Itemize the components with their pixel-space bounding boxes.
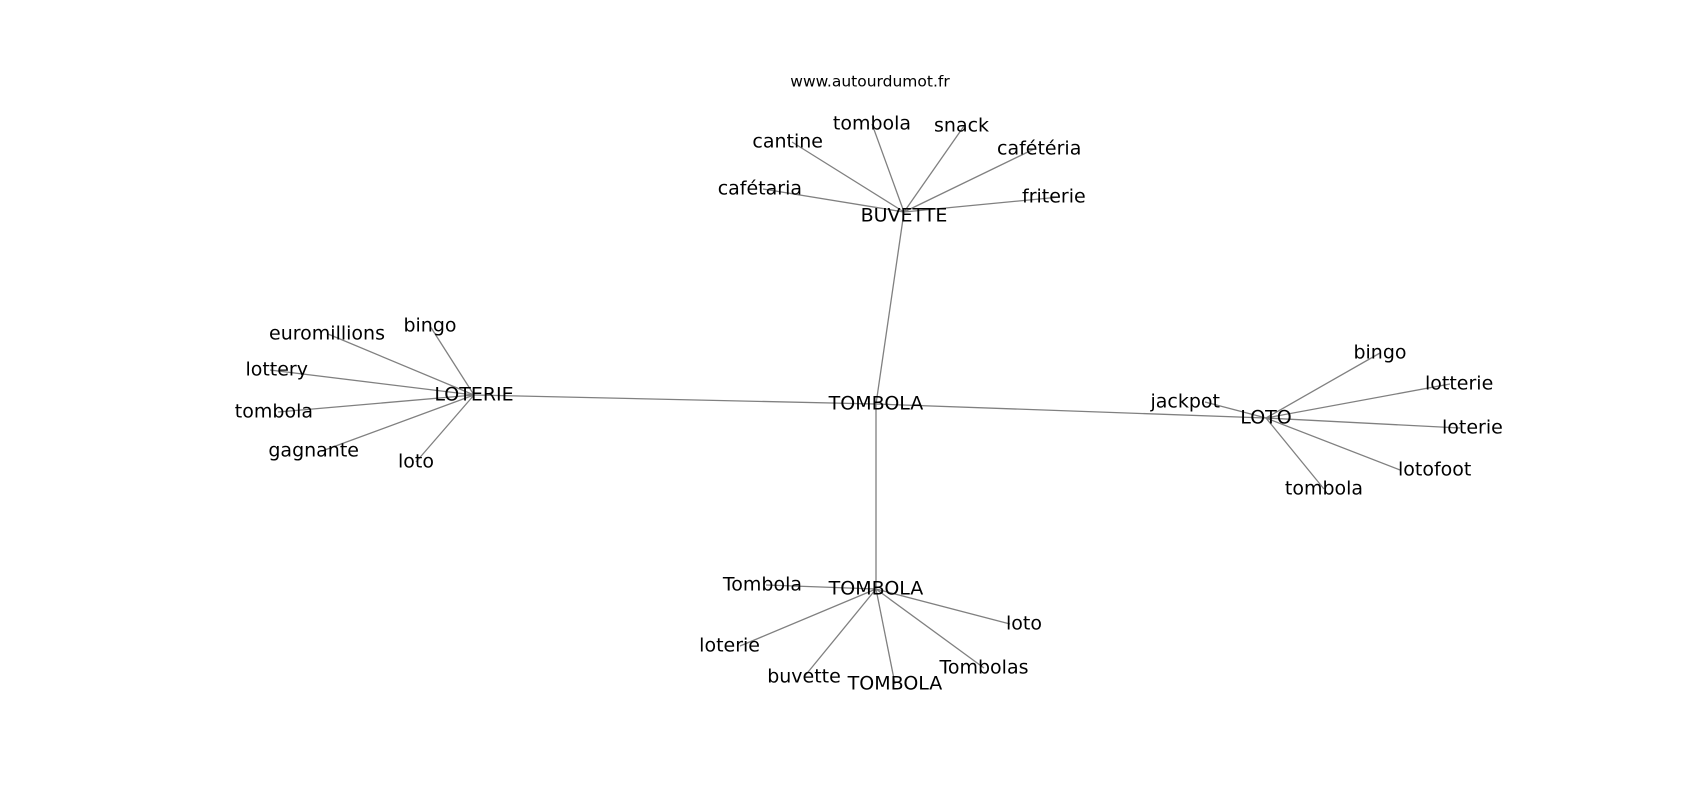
branch-node-loto: LOTO bbox=[1240, 407, 1291, 429]
graph-edge bbox=[415, 394, 475, 463]
graph-edge bbox=[277, 394, 475, 413]
leaf-node: cafétéria bbox=[997, 138, 1081, 160]
graph-edge bbox=[1265, 417, 1325, 490]
graph-labels: www.autourdumot.fr TOMBOLA BUVETTE cafét… bbox=[235, 73, 1503, 695]
leaf-node: euromillions bbox=[269, 323, 385, 345]
graph-edge bbox=[739, 588, 877, 647]
leaf-node: TOMBOLA bbox=[847, 673, 943, 695]
graph-edge bbox=[875, 588, 985, 669]
leaf-node: loto bbox=[398, 451, 434, 473]
branch-node-buvette: BUVETTE bbox=[861, 205, 948, 227]
leaf-node: jackpot bbox=[1149, 391, 1220, 413]
graph-edge bbox=[269, 369, 475, 396]
graph-edge bbox=[429, 325, 475, 396]
graph-edge bbox=[875, 403, 1267, 419]
leaf-node: Tombolas bbox=[938, 657, 1028, 679]
graph-edge bbox=[903, 196, 1061, 213]
leaf-node: bingo bbox=[403, 315, 456, 337]
graph-edge bbox=[1265, 383, 1451, 419]
graph-edge bbox=[1265, 417, 1401, 471]
leaf-node: snack bbox=[934, 115, 989, 137]
graph-edge bbox=[875, 211, 905, 405]
graph-edge bbox=[1265, 417, 1461, 429]
graph-edge bbox=[791, 141, 905, 213]
leaf-node: cantine bbox=[752, 131, 823, 153]
graph-edge bbox=[871, 123, 905, 213]
center-node: TOMBOLA bbox=[828, 393, 924, 415]
graph-edge bbox=[321, 394, 475, 452]
leaf-node: loto bbox=[1006, 613, 1042, 635]
leaf-node: loterie bbox=[1442, 417, 1503, 439]
leaf-node: friterie bbox=[1022, 186, 1086, 208]
leaf-node: tombola bbox=[833, 113, 911, 135]
graph-edge bbox=[762, 188, 905, 213]
graph-edge bbox=[327, 333, 475, 396]
graph-edge bbox=[803, 588, 877, 678]
branch-node-loterie: LOTERIE bbox=[434, 384, 513, 406]
leaf-node: gagnante bbox=[268, 440, 359, 462]
leaf-node: loterie bbox=[699, 635, 760, 657]
graph-edge bbox=[903, 125, 965, 213]
leaf-node: lotofoot bbox=[1398, 459, 1471, 481]
leaf-node: lottery bbox=[245, 359, 308, 381]
leaf-node: bingo bbox=[1353, 342, 1406, 364]
branch-node-tombola: TOMBOLA bbox=[828, 578, 924, 600]
graph-edge bbox=[765, 584, 877, 590]
graph-edges bbox=[269, 123, 1461, 685]
leaf-node: Tombola bbox=[722, 574, 802, 596]
source-label: www.autourdumot.fr bbox=[790, 73, 950, 91]
leaf-node: buvette bbox=[767, 666, 841, 688]
graph-edge bbox=[903, 148, 1035, 213]
leaf-node: tombola bbox=[235, 401, 313, 423]
graph-edge bbox=[875, 588, 1011, 625]
leaf-node: tombola bbox=[1285, 478, 1363, 500]
graph-edge bbox=[875, 588, 896, 685]
graph-edge bbox=[1204, 401, 1267, 419]
graph-edge bbox=[473, 394, 877, 405]
leaf-node: lotterie bbox=[1425, 373, 1493, 395]
graph-edge bbox=[1265, 352, 1381, 419]
leaf-node: cafétaria bbox=[718, 178, 802, 200]
